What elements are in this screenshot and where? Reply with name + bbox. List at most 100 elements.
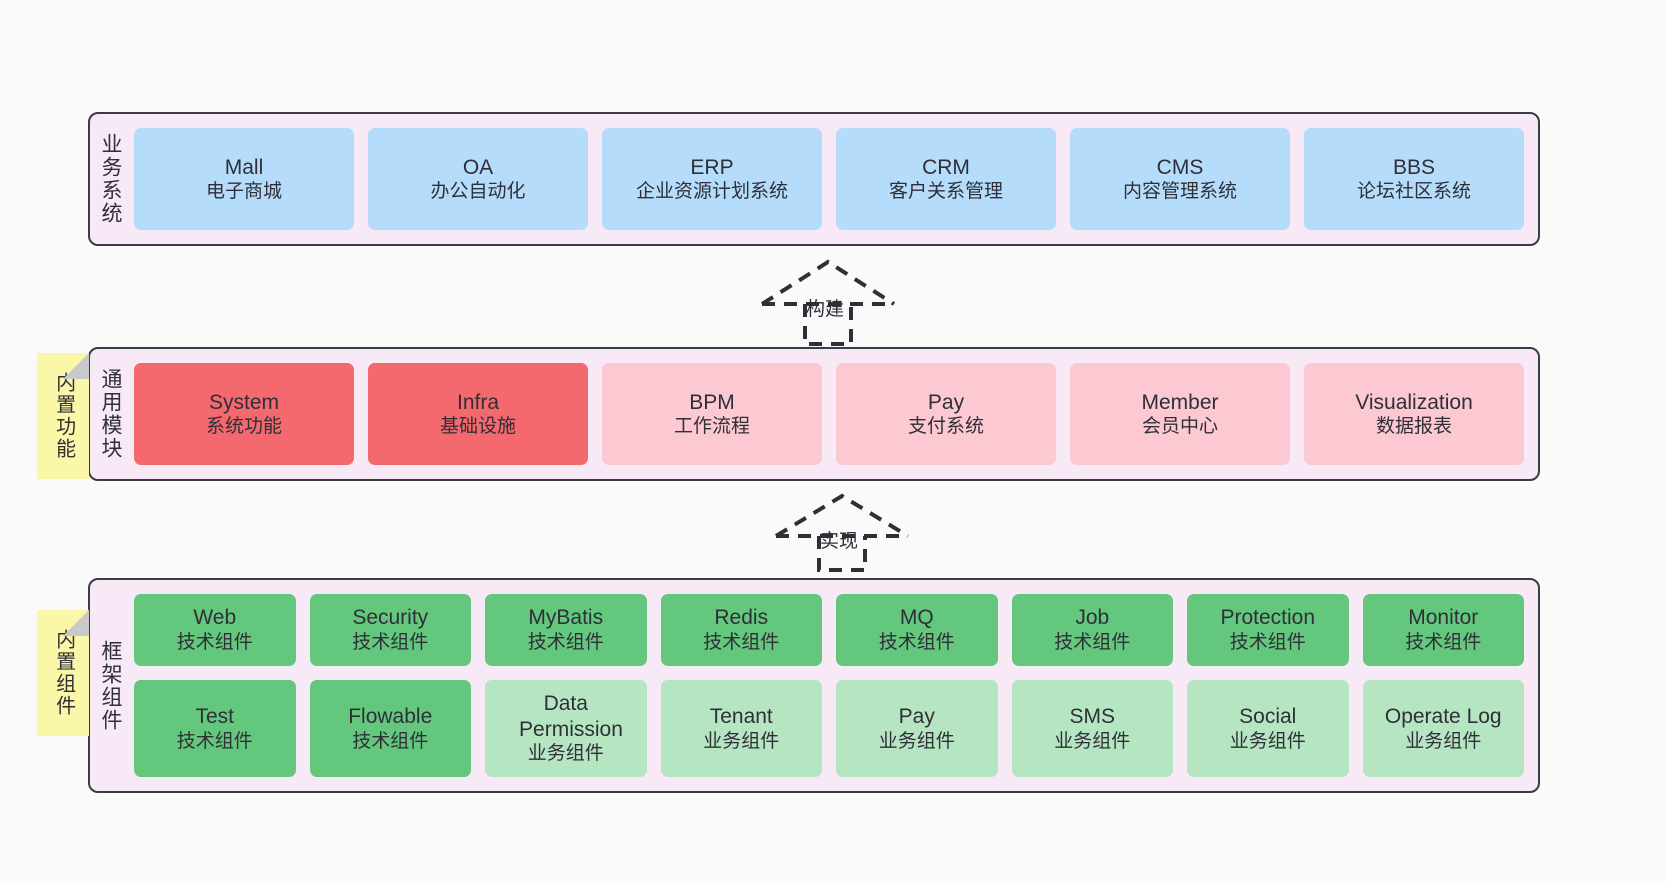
node-subtitle: 技术组件 <box>1054 632 1131 654</box>
arrowhead-up-dashed <box>774 493 910 538</box>
node-title: Tenant <box>709 704 773 728</box>
node-tenant[interactable]: Tenant 业务组件 <box>660 679 822 778</box>
node-bbs[interactable]: BBS 论坛社区系统 <box>1304 128 1524 230</box>
node-subtitle: 技术组件 <box>352 730 429 752</box>
node-job[interactable]: Job 技术组件 <box>1011 594 1173 666</box>
node-title: Data Permission <box>519 692 623 741</box>
node-mq[interactable]: MQ 技术组件 <box>836 594 998 666</box>
node-subtitle: 系统功能 <box>205 416 282 438</box>
node-title: Mall <box>224 155 264 179</box>
layer-title-business-systems: 业务系统 <box>98 133 122 225</box>
layer-title-framework-components: 框架组件 <box>98 639 122 732</box>
layer-row: Web 技术组件 Security 技术组件 MyBatis 技术组件 Redi… <box>134 594 1524 666</box>
node-pay-component[interactable]: Pay 业务组件 <box>836 679 998 778</box>
arrow-stem-dashed <box>817 536 867 572</box>
node-title: Pay <box>898 704 935 728</box>
node-crm[interactable]: CRM 客户关系管理 <box>836 128 1056 230</box>
node-test[interactable]: Test 技术组件 <box>134 679 296 778</box>
connector-label-implement: 实现 <box>820 531 859 552</box>
node-title: BPM <box>689 390 735 414</box>
node-infra[interactable]: Infra 基础设施 <box>368 363 588 465</box>
sticky-note-builtin-components: 内置组件 <box>37 610 89 736</box>
connector-implement: 实现 <box>772 492 912 572</box>
node-title: Security <box>352 606 429 630</box>
node-cms[interactable]: CMS 内容管理系统 <box>1070 128 1290 230</box>
node-sms[interactable]: SMS 业务组件 <box>1011 679 1173 778</box>
node-data-permission[interactable]: Data Permission 业务组件 <box>485 679 647 778</box>
layer-business-systems: 业务系统 Mall 电子商城 OA 办公自动化 ERP 企业资源计划系统 CRM… <box>88 112 1540 246</box>
node-title: Web <box>193 606 237 630</box>
node-title: OA <box>462 155 494 179</box>
node-title: Protection <box>1220 606 1316 630</box>
layer-title-common-modules: 通用模块 <box>98 368 122 460</box>
node-title: MQ <box>899 606 934 630</box>
node-subtitle: 技术组件 <box>703 632 780 654</box>
node-subtitle: 数据报表 <box>1375 416 1452 438</box>
layer-row: Mall 电子商城 OA 办公自动化 ERP 企业资源计划系统 CRM 客户关系… <box>134 128 1524 230</box>
node-security[interactable]: Security 技术组件 <box>309 594 471 666</box>
node-title: Infra <box>456 390 500 414</box>
node-social[interactable]: Social 业务组件 <box>1187 679 1349 778</box>
node-subtitle: 技术组件 <box>1229 632 1306 654</box>
sticky-note-builtin-features: 内置功能 <box>37 353 89 479</box>
node-title: BBS <box>1392 155 1436 179</box>
node-redis[interactable]: Redis 技术组件 <box>660 594 822 666</box>
layer-framework-components: 框架组件 Web 技术组件 Security 技术组件 MyBatis 技术组件… <box>88 578 1540 793</box>
node-oa[interactable]: OA 办公自动化 <box>368 128 588 230</box>
node-subtitle: 会员中心 <box>1141 416 1218 438</box>
node-pay[interactable]: Pay 支付系统 <box>836 363 1056 465</box>
node-title: ERP <box>690 155 734 179</box>
layer-body-common-modules: System 系统功能 Infra 基础设施 BPM 工作流程 Pay 支付系统… <box>130 349 1538 479</box>
node-subtitle: 技术组件 <box>527 632 604 654</box>
node-erp[interactable]: ERP 企业资源计划系统 <box>602 128 822 230</box>
node-subtitle: 技术组件 <box>352 632 429 654</box>
node-title: SMS <box>1069 704 1115 728</box>
node-subtitle: 工作流程 <box>673 416 750 438</box>
node-member[interactable]: Member 会员中心 <box>1070 363 1290 465</box>
connector-label-build: 构建 <box>806 299 845 320</box>
node-subtitle: 支付系统 <box>907 416 984 438</box>
node-subtitle: 业务组件 <box>703 730 780 752</box>
node-protection[interactable]: Protection 技术组件 <box>1187 594 1349 666</box>
node-subtitle: 业务组件 <box>1405 730 1482 752</box>
node-mybatis[interactable]: MyBatis 技术组件 <box>485 594 647 666</box>
node-subtitle: 内容管理系统 <box>1122 181 1237 203</box>
node-subtitle: 办公自动化 <box>430 181 526 203</box>
node-subtitle: 业务组件 <box>1054 730 1131 752</box>
node-title: Job <box>1075 606 1110 630</box>
layer-body-business-systems: Mall 电子商城 OA 办公自动化 ERP 企业资源计划系统 CRM 客户关系… <box>130 114 1538 244</box>
arrowhead-up-dashed <box>760 259 896 306</box>
node-subtitle: 企业资源计划系统 <box>635 181 788 203</box>
layer-row: System 系统功能 Infra 基础设施 BPM 工作流程 Pay 支付系统… <box>134 363 1524 465</box>
node-title: Operate Log <box>1384 704 1502 728</box>
node-title: Social <box>1239 704 1297 728</box>
node-visualization[interactable]: Visualization 数据报表 <box>1304 363 1524 465</box>
node-subtitle: 客户关系管理 <box>888 181 1003 203</box>
node-title: CRM <box>922 155 970 179</box>
layer-row: Test 技术组件 Flowable 技术组件 Data Permission … <box>134 679 1524 778</box>
node-title: Redis <box>714 606 769 630</box>
node-title: Visualization <box>1355 390 1473 414</box>
node-title: Pay <box>927 390 965 414</box>
node-subtitle: 技术组件 <box>878 632 955 654</box>
node-operate-log[interactable]: Operate Log 业务组件 <box>1362 679 1524 778</box>
node-web[interactable]: Web 技术组件 <box>134 594 296 666</box>
node-subtitle: 业务组件 <box>878 730 955 752</box>
node-system[interactable]: System 系统功能 <box>134 363 354 465</box>
node-bpm[interactable]: BPM 工作流程 <box>602 363 822 465</box>
node-title: MyBatis <box>528 606 604 630</box>
node-subtitle: 技术组件 <box>1405 632 1482 654</box>
node-title: Test <box>195 704 234 728</box>
node-subtitle: 业务组件 <box>527 743 604 765</box>
node-flowable[interactable]: Flowable 技术组件 <box>309 679 471 778</box>
layer-common-modules: 通用模块 System 系统功能 Infra 基础设施 BPM 工作流程 Pay… <box>88 347 1540 481</box>
node-subtitle: 技术组件 <box>176 730 253 752</box>
node-subtitle: 基础设施 <box>439 416 516 438</box>
node-subtitle: 电子商城 <box>205 181 282 203</box>
node-subtitle: 论坛社区系统 <box>1356 181 1471 203</box>
node-monitor[interactable]: Monitor 技术组件 <box>1362 594 1524 666</box>
node-title: CMS <box>1156 155 1204 179</box>
layer-body-framework-components: Web 技术组件 Security 技术组件 MyBatis 技术组件 Redi… <box>130 580 1538 791</box>
node-mall[interactable]: Mall 电子商城 <box>134 128 354 230</box>
